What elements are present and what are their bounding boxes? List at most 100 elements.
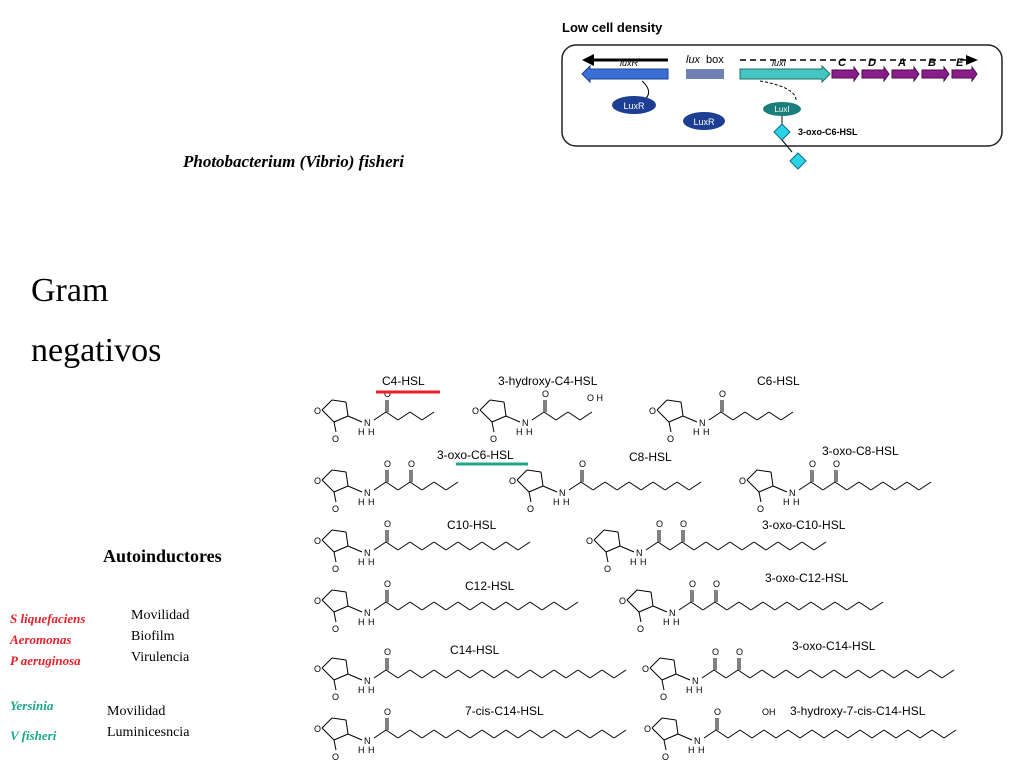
hydrogen-label: H xyxy=(640,557,647,567)
hydrogen-label: H xyxy=(783,497,790,507)
label-c8-hsl: C8-HSL xyxy=(629,450,672,464)
heading-negativos: negativos xyxy=(31,332,162,369)
acyl-oxygen-label: O xyxy=(736,647,743,657)
cell-outline xyxy=(561,44,1003,147)
acyl-oxygen-label: O xyxy=(680,519,687,529)
carbonyl-oxygen-label: O xyxy=(490,434,497,444)
ring-oxygen-label: O xyxy=(314,724,321,734)
species-title: Photobacterium (Vibrio) fisheri xyxy=(183,152,405,171)
hydrogen-label: H xyxy=(368,497,375,507)
hydrogen-label: H xyxy=(368,557,375,567)
label-c4-hsl: C4-HSL xyxy=(382,374,425,388)
amide-nitrogen-label: N xyxy=(789,488,796,498)
acyl-oxygen-label: O xyxy=(384,579,391,589)
acyl-oxygen-label: O xyxy=(384,389,391,399)
luxI-gene-label: luxI xyxy=(772,58,787,68)
heading-gram: Gram xyxy=(31,272,109,309)
amide-nitrogen-label: N xyxy=(694,736,701,746)
label-c10-hsl: C10-HSL xyxy=(447,518,497,532)
acyl-oxygen-label: O xyxy=(408,459,415,469)
ring-oxygen-label: O xyxy=(314,664,321,674)
hydrogen-label: H xyxy=(358,685,365,695)
species-s-liquefaciens: S liquefaciens xyxy=(10,611,86,626)
hydrogen-label: H xyxy=(526,427,533,437)
ring-oxygen-label: O xyxy=(509,476,516,486)
carbonyl-oxygen-label: O xyxy=(637,624,644,634)
carbonyl-oxygen-label: O xyxy=(332,752,339,762)
luxI-gene xyxy=(739,64,831,84)
ring-oxygen-label: O xyxy=(619,596,626,606)
carbonyl-oxygen-label: O xyxy=(662,752,669,762)
carbonyl-oxygen-label: O xyxy=(757,504,764,514)
hydrogen-label: H xyxy=(673,617,680,627)
carbonyl-oxygen-label: O xyxy=(332,692,339,702)
hydrogen-label: H xyxy=(693,427,700,437)
label-3-oxo-c8-hsl: 3-oxo-C8-HSL xyxy=(822,444,899,458)
function-luminicesncia: Luminicesncia xyxy=(107,725,190,740)
gene-D-label: D xyxy=(868,57,876,69)
species-yersinia: Yersinia xyxy=(10,698,54,713)
acyl-oxygen-label: O xyxy=(656,519,663,529)
species-v-fisheri: V fisheri xyxy=(10,728,57,743)
amide-nitrogen-label: N xyxy=(364,548,371,558)
ring-oxygen-label: O xyxy=(644,724,651,734)
hydrogen-label: H xyxy=(516,427,523,437)
hydrogen-label: H xyxy=(686,685,693,695)
amide-nitrogen-label: N xyxy=(636,548,643,558)
hydrogen-label: H xyxy=(630,557,637,567)
carbonyl-oxygen-label: O xyxy=(332,624,339,634)
hydrogen-label: H xyxy=(368,427,375,437)
acyl-oxygen-label: O xyxy=(542,389,549,399)
carbonyl-oxygen-label: O xyxy=(332,564,339,574)
amide-nitrogen-label: N xyxy=(522,418,529,428)
acyl-oxygen-label: O xyxy=(384,519,391,529)
gene-E-label: E xyxy=(956,57,964,69)
luxR-gene xyxy=(581,64,669,84)
hydrogen-label: H xyxy=(358,557,365,567)
carbonyl-oxygen-label: O xyxy=(332,504,339,514)
amide-nitrogen-label: N xyxy=(364,676,371,686)
amide-nitrogen-label: N xyxy=(364,736,371,746)
label-3-oxo-c12-hsl: 3-oxo-C12-HSL xyxy=(765,571,849,585)
gene-C-label: C xyxy=(838,57,847,69)
label-c14-hsl: C14-HSL xyxy=(450,643,500,657)
carbonyl-oxygen-label: O xyxy=(660,692,667,702)
amide-nitrogen-label: N xyxy=(559,488,566,498)
hydrogen-label: H xyxy=(358,617,365,627)
gene-B-label: B xyxy=(928,57,936,69)
hydrogen-label: H xyxy=(696,685,703,695)
function-movilidad: Movilidad xyxy=(131,608,190,623)
autoinductores-label: Autoinductores xyxy=(103,546,222,566)
hydrogen-label: H xyxy=(358,497,365,507)
luxR-gene-label: luxR xyxy=(620,58,639,68)
hydrogen-label: H xyxy=(698,745,705,755)
luxR-protein-label-2: LuxR xyxy=(693,117,715,127)
hydrogen-label: H xyxy=(368,617,375,627)
hydrogen-label: H xyxy=(793,497,800,507)
ring-oxygen-label: O xyxy=(314,536,321,546)
ring-oxygen-label: O xyxy=(649,406,656,416)
hydroxy-oh-label-2: OH xyxy=(762,707,776,717)
hydrogen-label: H xyxy=(553,497,560,507)
hydrogen-label: H xyxy=(358,427,365,437)
ring-oxygen-label: O xyxy=(472,406,479,416)
acyl-oxygen-label: O xyxy=(714,707,721,717)
acyl-oxygen-label: O xyxy=(384,459,391,469)
function-movilidad-2: Movilidad xyxy=(107,704,166,719)
label-c6-hsl: C6-HSL xyxy=(757,374,800,388)
function-virulencia: Virulencia xyxy=(131,650,190,665)
carbonyl-oxygen-label: O xyxy=(527,504,534,514)
label-3-oxo-c14-hsl: 3-oxo-C14-HSL xyxy=(792,639,876,653)
lux-box xyxy=(686,69,724,79)
hydrogen-label: H xyxy=(703,427,710,437)
hydrogen-label: H xyxy=(563,497,570,507)
acyl-oxygen-label: O xyxy=(712,647,719,657)
acyl-oxygen-label: O xyxy=(809,459,816,469)
lux-operon-diagram: Low cell density luxR lux box luxI C D A… xyxy=(561,20,1003,170)
lux-box-label-box: box xyxy=(706,54,724,66)
ring-oxygen-label: O xyxy=(586,536,593,546)
acyl-oxygen-label: O xyxy=(713,579,720,589)
gene-A-label: A xyxy=(897,57,906,69)
